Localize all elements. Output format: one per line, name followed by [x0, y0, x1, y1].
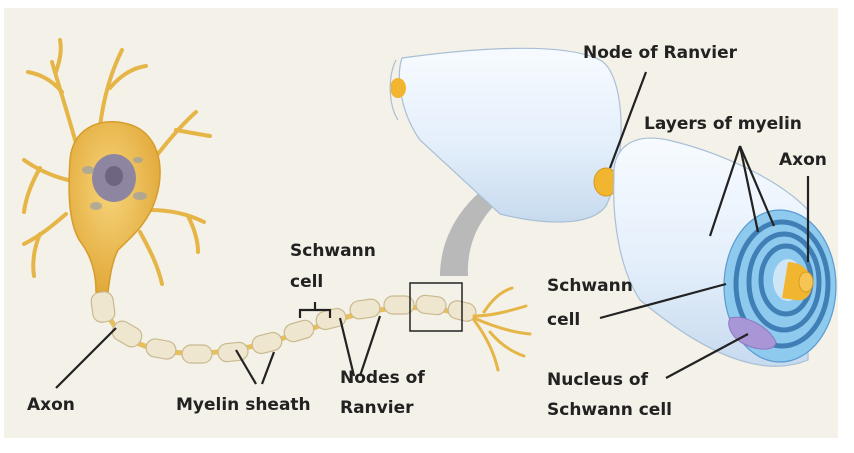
axon-end-left: [390, 78, 406, 98]
schwann-cell-label-right-line1: Schwann: [547, 276, 633, 296]
myelin-segments: [90, 291, 477, 364]
nodes-of-ranvier-label-line1: Nodes of: [340, 368, 425, 388]
axon-terminals: [472, 286, 532, 372]
schwann-cell-label-right-line2: cell: [547, 310, 581, 330]
schwann-nucleus: [728, 316, 777, 350]
nucleus-label-line1: Nucleus of: [547, 370, 648, 390]
axon-label-left: Axon: [27, 395, 75, 415]
nodes-of-ranvier-label-line2: Ranvier: [340, 398, 414, 418]
schwann-cell-label-top-line2: cell: [290, 272, 324, 292]
nucleolus: [105, 166, 123, 186]
cell-body: [68, 121, 161, 293]
axon-label-right: Axon: [779, 150, 827, 170]
organelles: [82, 157, 147, 210]
layers-of-myelin-label: Layers of myelin: [644, 114, 802, 134]
node-of-ranvier-label: Node of Ranvier: [583, 43, 738, 63]
dendrites: [22, 38, 212, 286]
schwann-cell-label-top-line1: Schwann: [290, 241, 376, 261]
myelin-sheath-label: Myelin sheath: [176, 395, 311, 415]
leader-lines: [55, 71, 810, 389]
zoom-box: [409, 282, 463, 332]
nucleus-label-line2: Schwann cell: [547, 400, 672, 420]
